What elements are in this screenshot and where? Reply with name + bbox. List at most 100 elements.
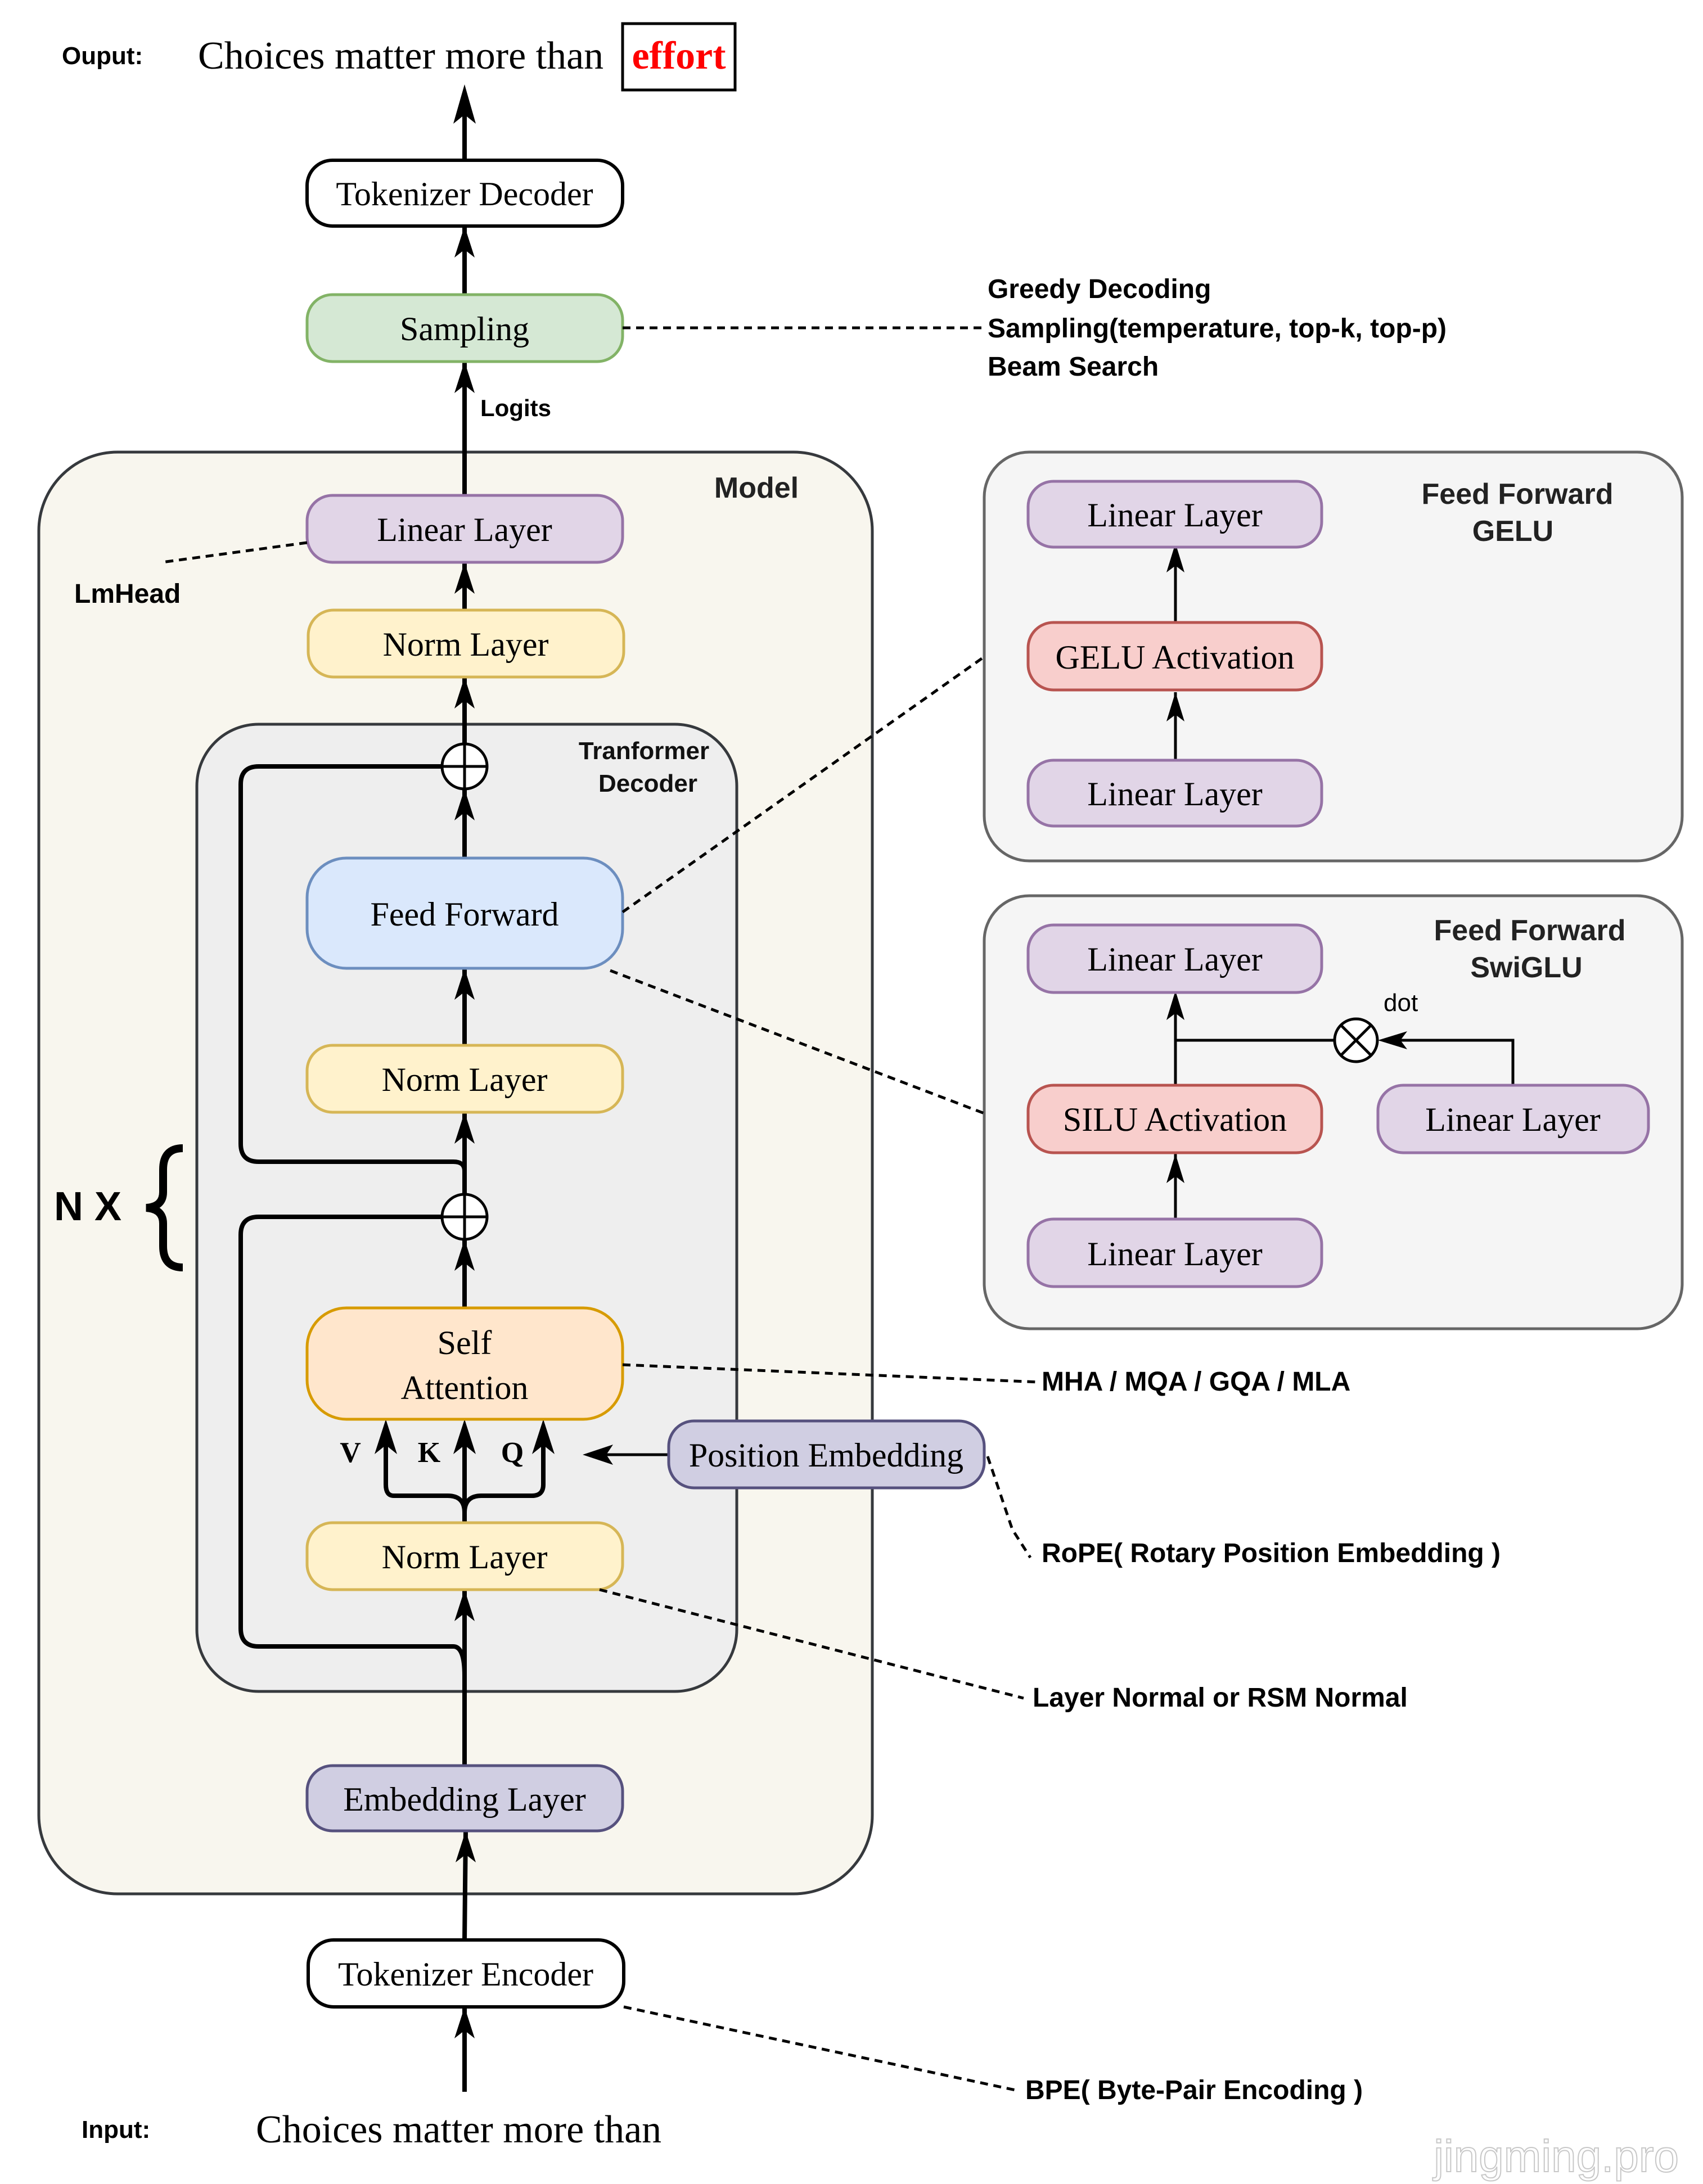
sampling-method-1: Greedy Decoding [988, 274, 1211, 304]
output-label: Ouput: [62, 42, 143, 70]
k-label: K [418, 1437, 441, 1469]
leader-norm [599, 1588, 1024, 1700]
feed-forward-label: Feed Forward [371, 896, 559, 933]
lm-head-linear-label: Linear Layer [377, 511, 552, 548]
ffn-gelu-panel [983, 450, 1684, 863]
arrowhead [1378, 1031, 1407, 1049]
feed-forward-box[interactable]: Feed Forward [305, 856, 624, 970]
predicted-token-box [621, 22, 737, 92]
lmhead-label: LmHead [74, 579, 181, 609]
swiglu-title-1: Feed Forward [1434, 914, 1626, 947]
self-attention-box[interactable]: Self Attention [305, 1306, 624, 1421]
arrowheads [453, 84, 476, 2038]
silu-activation-box[interactable]: SILU Activation [1026, 1084, 1323, 1154]
rope-annotation: RoPE( Rotary Position Embedding ) [1042, 1538, 1501, 1568]
tokenizer-encoder-box[interactable]: Tokenizer Encoder [307, 1938, 625, 2009]
gelu-bottom-linear-label: Linear Layer [1087, 775, 1262, 813]
arrowhead [454, 968, 475, 1000]
arrowhead [1166, 692, 1184, 721]
gelu-top-linear-label: Linear Layer [1087, 497, 1262, 534]
leader-attention [622, 1363, 1041, 1384]
residual-line-ffn [238, 764, 467, 1171]
tokenizer-decoder-label: Tokenizer Decoder [336, 175, 593, 213]
arrowhead [375, 1419, 397, 1454]
residual-add-ffn [440, 742, 489, 791]
input-text: Choices matter more than [256, 2108, 661, 2151]
arrowhead [454, 226, 475, 258]
multiply-icon [1333, 1017, 1379, 1063]
swiglu-top-linear-box[interactable]: Linear Layer [1026, 923, 1323, 994]
bpe-annotation: BPE( Byte-Pair Encoding ) [1025, 2075, 1363, 2105]
gelu-activation-label: GELU Activation [1056, 639, 1295, 676]
sampling-method-3: Beam Search [988, 352, 1159, 382]
decoder-title-2: Decoder [598, 770, 697, 797]
sampling-label: Sampling [400, 310, 529, 348]
sampling-box[interactable]: Sampling [305, 293, 624, 363]
tokenizer-decoder-box[interactable]: Tokenizer Decoder [305, 159, 624, 228]
v-label: V [340, 1437, 361, 1469]
position-embedding-label: Position Embedding [689, 1437, 963, 1474]
leader-ffn-gelu [621, 655, 985, 914]
swiglu-gate-linear-label: Linear Layer [1425, 1101, 1600, 1138]
qkv-arrowheads [375, 1419, 555, 1454]
embedding-layer-label: Embedding Layer [343, 1781, 586, 1818]
ffn-norm-box[interactable]: Norm Layer [305, 1044, 624, 1114]
arrowhead [454, 677, 475, 709]
swiglu-gate-linear-box[interactable]: Linear Layer [1376, 1084, 1650, 1154]
arrowhead [454, 1112, 475, 1144]
swiglu-bottom-linear-label: Linear Layer [1087, 1235, 1262, 1273]
gelu-title-2: GELU [1472, 515, 1553, 548]
watermark: jingming.pro [1432, 2131, 1679, 2181]
gelu-title-1: Feed Forward [1422, 478, 1614, 511]
arrowhead [454, 2007, 475, 2038]
swiglu-bottom-linear-box[interactable]: Linear Layer [1026, 1217, 1323, 1288]
self-attention-label-1: Self [438, 1324, 492, 1361]
arrowhead [532, 1419, 555, 1454]
arrowhead [453, 84, 476, 124]
gelu-top-linear-box[interactable]: Linear Layer [1026, 480, 1323, 549]
final-norm-box[interactable]: Norm Layer [307, 608, 625, 679]
q-label: Q [501, 1437, 524, 1469]
norm-annotation: Layer Normal or RSM Normal [1033, 1683, 1408, 1713]
attn-norm-label: Norm Layer [382, 1538, 548, 1576]
lm-head-linear-box[interactable]: Linear Layer [305, 494, 624, 564]
ffn-norm-label: Norm Layer [382, 1061, 548, 1098]
final-norm-label: Norm Layer [383, 626, 549, 663]
gelu-activation-box[interactable]: GELU Activation [1026, 621, 1323, 692]
swiglu-title-2: SwiGLU [1470, 951, 1582, 984]
attn-norm-box[interactable]: Norm Layer [305, 1521, 624, 1591]
tokenizer-encoder-label: Tokenizer Encoder [338, 1956, 593, 1993]
arrowhead [453, 1419, 476, 1454]
arrowhead [454, 789, 475, 820]
leader-bpe [623, 2005, 1019, 2092]
swiglu-top-linear-label: Linear Layer [1087, 941, 1262, 978]
arrowhead [1166, 1154, 1184, 1183]
arrowhead [1166, 991, 1184, 1020]
predicted-token: effort [632, 34, 726, 78]
brace-icon [146, 1144, 183, 1271]
self-attention-label-2: Attention [401, 1369, 529, 1406]
silu-activation-label: SILU Activation [1063, 1101, 1287, 1138]
decoder-title: Tranformer [579, 737, 709, 765]
logits-label: Logits [480, 395, 551, 421]
model-title: Model [714, 472, 799, 504]
residual-line-attn [238, 1215, 467, 1676]
embedding-layer-box[interactable]: Embedding Layer [305, 1764, 624, 1833]
arrowhead [454, 362, 475, 393]
arrowhead [456, 1831, 476, 1862]
arrowhead [1166, 543, 1184, 572]
arrowhead [454, 1590, 475, 1621]
residual-add-attn [440, 1193, 489, 1241]
output-text: Choices matter more than [198, 34, 603, 78]
arrowhead [454, 562, 475, 594]
repeat-label: N X [54, 1184, 121, 1229]
gelu-bottom-linear-box[interactable]: Linear Layer [1026, 759, 1323, 828]
input-label: Input: [82, 2116, 150, 2144]
leader-lmhead [161, 541, 308, 564]
swiglu-gate-link [1384, 1039, 1515, 1085]
position-embedding-box[interactable]: Position Embedding [667, 1419, 986, 1490]
attention-variants: MHA / MQA / GQA / MLA [1042, 1367, 1350, 1397]
leader-rope [986, 1456, 1032, 1559]
arrowhead [454, 1239, 475, 1271]
